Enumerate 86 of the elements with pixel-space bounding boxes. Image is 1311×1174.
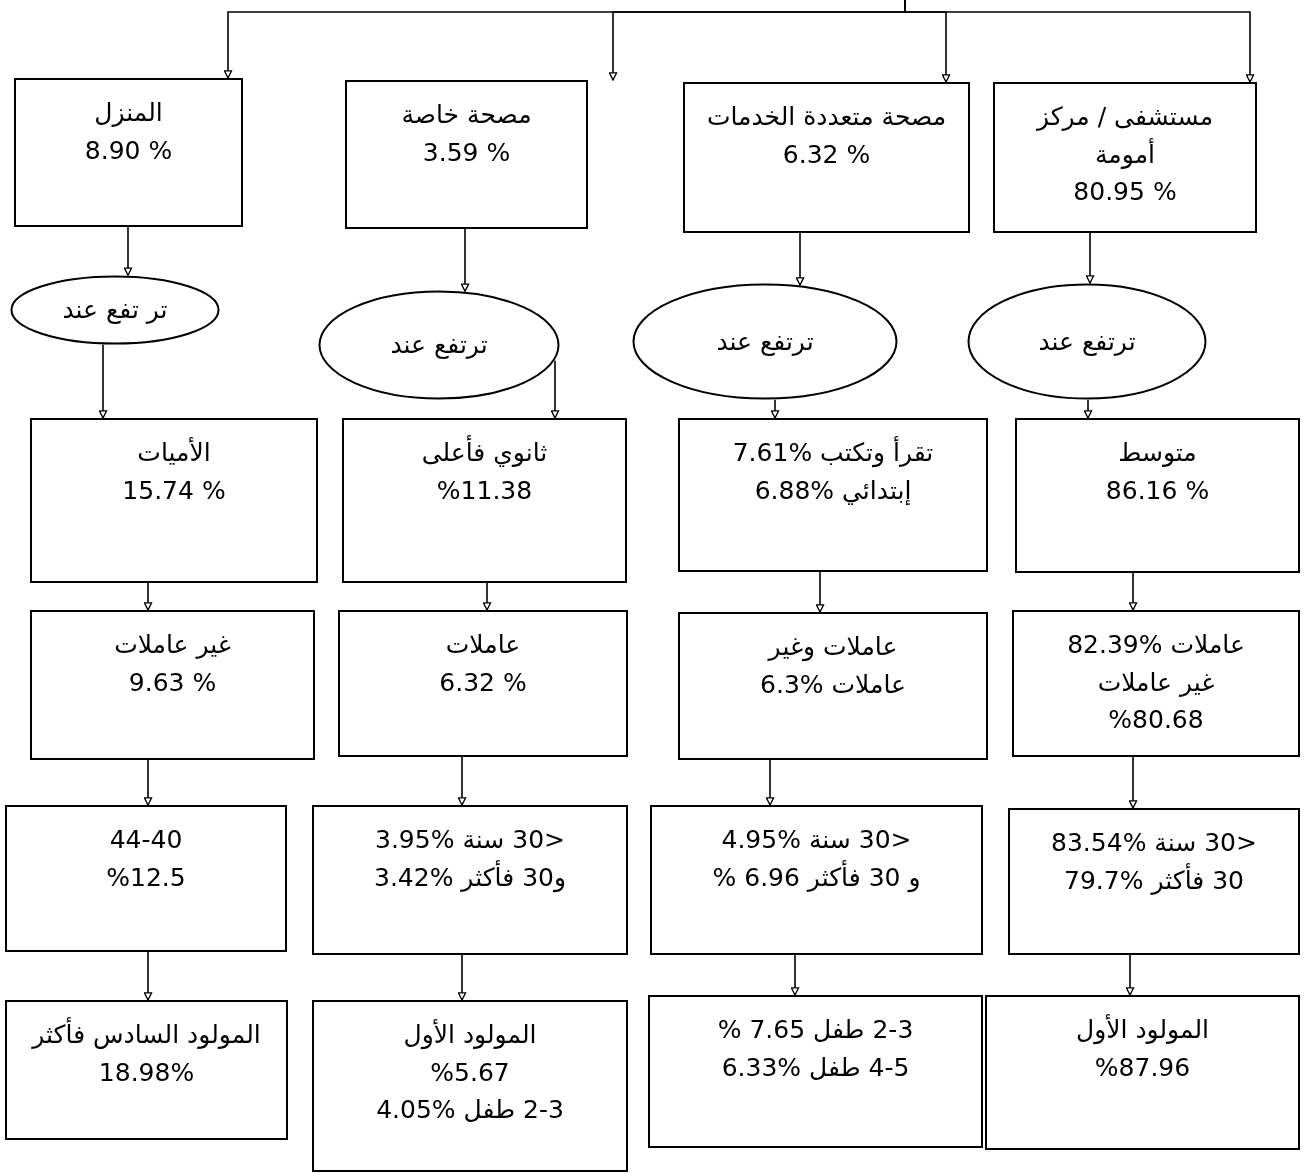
arrow <box>550 359 560 419</box>
category-box <box>683 82 970 233</box>
box-label: 6.32 % <box>439 666 527 699</box>
box-label: 44-40 <box>109 824 183 856</box>
box-label: %5.67 <box>430 1056 510 1089</box>
box-label: عاملات %82.39 <box>1067 629 1245 661</box>
box-label: 6.32 % <box>782 138 871 171</box>
box-label: عاملات وغير <box>768 631 898 664</box>
box-label: %80.68 <box>1108 704 1204 736</box>
box-label: عاملات <box>445 629 521 661</box>
box-label: <30 سنة %4.95 <box>721 824 912 856</box>
box-label: مصحة خاصة <box>401 99 532 131</box>
arrow <box>1125 954 1135 996</box>
box-label: ثانوي فأعلى <box>421 434 548 472</box>
arrow <box>143 582 153 611</box>
box-label: 3.59 % <box>422 136 511 169</box>
box-label: 15.74 % <box>122 474 226 507</box>
box-label: 8.90 % <box>84 134 173 167</box>
box-label: عاملات %6.3 <box>760 668 906 701</box>
category-box <box>1015 418 1300 573</box>
category-box <box>338 610 628 757</box>
box-label: غير عاملات <box>1097 666 1215 699</box>
box-label: إبتدائي %6.88 <box>754 474 912 507</box>
box-label: 9.63 % <box>128 666 217 699</box>
arrow <box>1128 572 1138 611</box>
box-label: 30 فأكثر %79.7 <box>1064 862 1244 897</box>
box-label: %87.96 <box>1094 1051 1191 1084</box>
box-label: تر تفع عند <box>62 294 168 327</box>
category-box <box>650 805 983 955</box>
arrow <box>1083 399 1093 419</box>
category-box <box>648 995 983 1148</box>
category-box <box>678 612 988 760</box>
category-box <box>345 80 588 229</box>
category-box <box>30 610 315 760</box>
box-label: ترتفع عند <box>716 325 814 358</box>
arrow <box>223 0 906 79</box>
arrow <box>143 759 153 806</box>
box-label: %12.5 <box>106 861 186 894</box>
arrow <box>457 954 467 1001</box>
category-box <box>1008 808 1300 955</box>
arrow <box>123 226 133 277</box>
category-box <box>312 805 628 955</box>
box-label: 2-3 طفل 7.65 % <box>717 1014 914 1046</box>
category-box <box>5 805 287 952</box>
box-label: المنزل <box>94 97 163 129</box>
box-label: غير عاملات <box>114 629 231 661</box>
category-box <box>14 78 243 227</box>
box-label: المولود السادس فأكثر %18.98 <box>15 1016 278 1091</box>
box-label: و30 فأكثر %3.42 <box>374 859 566 895</box>
arrow <box>1085 232 1095 284</box>
arrow <box>770 399 780 419</box>
box-label: مستشفى / مركز أمومة <box>1035 101 1215 171</box>
arrow <box>98 343 108 419</box>
box-label: <30 سنة %83.54 <box>1051 827 1257 859</box>
arrow <box>143 951 153 1001</box>
box-label: 4-5 طفل %6.33 <box>721 1051 910 1084</box>
arrow <box>482 582 492 611</box>
category-box <box>30 418 318 583</box>
category-box <box>985 995 1300 1150</box>
category-box <box>342 418 627 583</box>
box-label: مصحة متعددة الخدمات <box>706 101 947 133</box>
box-label: ترتفع عند <box>1038 325 1136 358</box>
box-label: 80.95 % <box>1073 176 1177 208</box>
arrow <box>815 571 825 613</box>
box-label: المولود الأول <box>1076 1013 1209 1047</box>
category-box <box>678 418 988 572</box>
box-label: %11.38 <box>436 474 533 507</box>
box-label: المولود الأول <box>403 1018 537 1052</box>
box-label: تقرأ وتكتب %7.61 <box>732 435 934 470</box>
category-box <box>993 82 1257 233</box>
category-box <box>5 1000 288 1140</box>
box-label: <30 سنة %3.95 <box>375 824 565 856</box>
box-label: و 30 فأكثر 6.96 % <box>712 859 921 895</box>
box-label: متوسط <box>1118 437 1197 469</box>
arrow <box>1128 756 1138 809</box>
category-box <box>312 1000 628 1172</box>
box-label: 2-3 طفل %4.05 <box>376 1094 564 1126</box>
box-label: الأميات <box>137 436 211 469</box>
arrow <box>765 759 775 806</box>
arrow <box>460 228 470 293</box>
arrow <box>795 232 805 286</box>
category-box <box>1012 610 1300 757</box>
box-label: ترتفع عند <box>390 329 488 362</box>
arrow <box>457 756 467 806</box>
arrow <box>790 954 800 996</box>
box-label: 86.16 % <box>1105 474 1210 507</box>
